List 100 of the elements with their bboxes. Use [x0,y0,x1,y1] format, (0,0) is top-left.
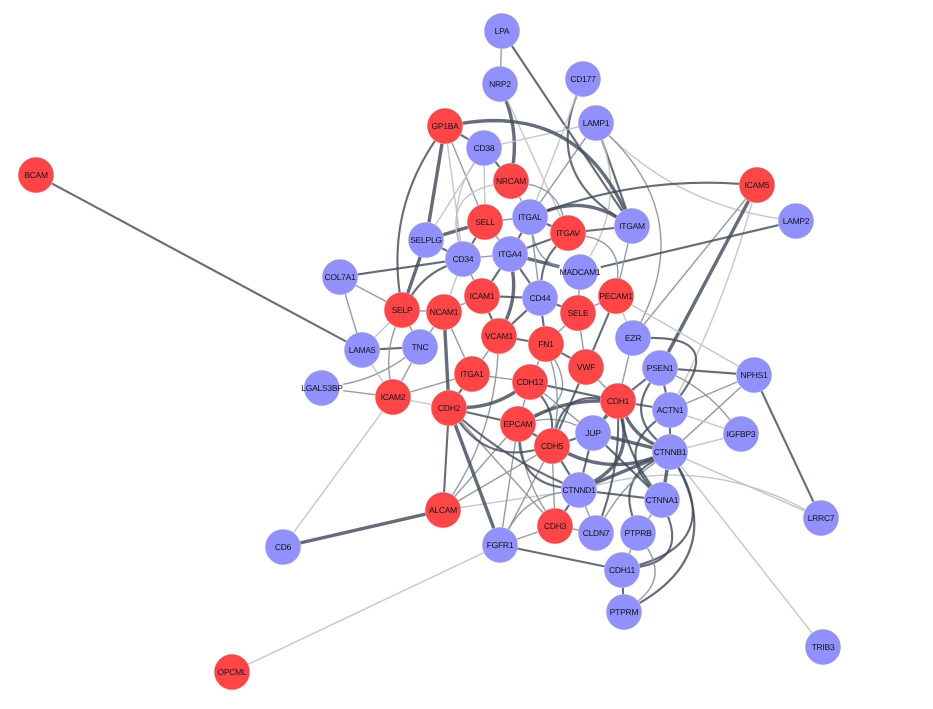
interaction-line [500,296,522,298]
protein-node: JUP [575,415,611,451]
protein-node: LGALS3BP [300,370,344,406]
interaction-line [442,226,468,236]
interaction-line [594,418,626,483]
protein-node: GP1BA [427,108,463,144]
protein-node: VWF [568,349,604,385]
interaction-line [466,390,516,410]
interaction-line [455,184,494,242]
interaction-line [663,385,667,393]
interaction-line [518,232,522,239]
interaction-line [511,45,623,212]
protein-node: ALCAM [425,492,461,528]
protein-node: BCAM [18,157,54,193]
interaction-line [534,359,564,418]
interaction-line [471,236,477,244]
interaction-line [51,182,347,342]
interaction-line [451,142,479,206]
interaction-line [491,268,501,282]
protein-node: EZR [615,320,651,356]
interaction-line [558,383,580,430]
protein-node: CDH1 [600,383,636,419]
interaction-line [578,290,580,296]
interaction-line [561,352,571,359]
interaction-line [293,411,383,533]
interaction-line [456,162,475,242]
interaction-line [526,238,552,249]
interaction-line [622,355,630,384]
interaction-line [462,419,563,484]
interaction-line [560,460,570,476]
protein-node: CDH11 [604,552,640,588]
interaction-line [601,419,620,516]
interaction-line [343,390,376,396]
interaction-line [344,294,358,333]
interaction-line [450,328,466,358]
interaction-line [677,202,753,394]
interaction-line [460,420,544,514]
protein-node: ITGAV [550,215,586,251]
interaction-line [552,464,555,508]
interaction-line [526,256,560,268]
interaction-line [622,588,624,594]
interaction-line [532,432,538,438]
interaction-line [466,411,501,421]
protein-node: TRIB3 [805,629,841,665]
interaction-line [460,134,469,140]
protein-node: ICAM5 [739,167,775,203]
interaction-line [540,137,586,203]
protein-node: SELL [467,204,503,240]
interaction-line [638,548,656,602]
interaction-line [452,354,499,496]
interaction-line [528,184,564,216]
interaction-line [371,364,384,382]
interaction-line [650,336,698,396]
protein-node: LPA [484,13,520,49]
interaction-line [502,218,512,221]
interaction-line [632,378,646,391]
interaction-line [666,200,750,353]
interaction-line [678,368,736,375]
interaction-line [410,378,455,393]
interaction-line [508,492,562,530]
protein-node: CD44 [522,280,558,316]
interaction-line [540,246,557,280]
protein-node: CDH12 [512,364,548,400]
interaction-line [600,140,628,210]
interaction-line [547,384,601,398]
interaction-line [358,260,446,276]
interaction-line [568,452,654,466]
protein-node: NPHS1 [736,357,772,393]
interaction-line [640,382,658,441]
interaction-line [430,326,434,333]
interaction-line [536,96,578,200]
interaction-line [680,466,812,634]
interaction-line [458,422,535,454]
interaction-line [396,140,436,292]
interaction-line [600,224,779,268]
interaction-line [586,236,619,278]
interaction-line [596,491,644,499]
interaction-line [604,462,656,518]
interaction-line [458,388,463,394]
protein-node: NRP2 [482,66,518,102]
interaction-line [676,375,730,420]
interaction-line [500,48,502,66]
interaction-line [631,304,739,367]
interaction-line [687,438,724,448]
protein-node: PTPRB [620,515,656,551]
protein-node: CDH3 [537,508,573,544]
protein-node: LAMP2 [778,203,814,239]
protein-node: NRCAM [493,163,529,199]
protein-node: LRRC7 [803,500,839,536]
interaction-line [648,514,652,519]
interaction-line [589,140,612,256]
interaction-line [760,390,814,502]
interaction-line [638,467,694,566]
interaction-line [686,415,724,429]
interaction-line [356,284,386,302]
interaction-line [501,126,579,145]
interaction-line [480,255,492,258]
interaction-line [532,234,560,268]
interaction-line [544,392,580,422]
interaction-line [470,274,474,280]
